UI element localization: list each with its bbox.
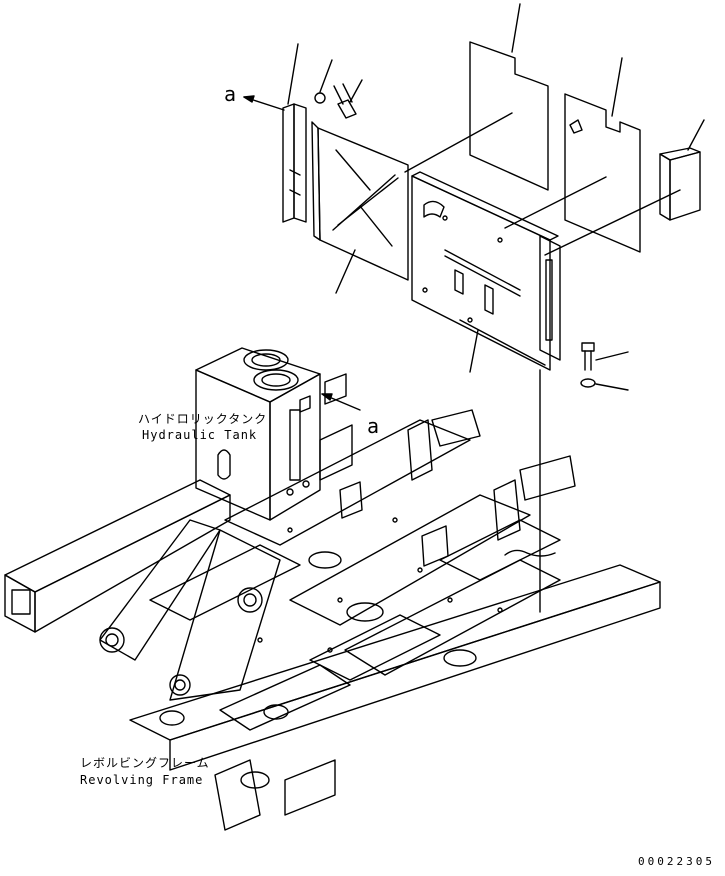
drawing-code: 00022305: [638, 855, 715, 868]
cover-panel-small: [564, 93, 641, 253]
leader-line: [611, 57, 623, 117]
gasket-plate-part: [311, 121, 409, 281]
tank-bracket-part: [319, 373, 353, 481]
view-arrow-head: [243, 95, 255, 103]
leader-line: [544, 189, 681, 256]
cover-panel-large: [469, 41, 549, 191]
side-bracket-part: [282, 103, 307, 223]
bolt-part: [333, 83, 357, 119]
leader-line: [319, 59, 333, 93]
leader-line: [469, 329, 479, 373]
leader-line: [595, 383, 629, 391]
cover-block-part: [659, 147, 701, 221]
leader-line: [595, 351, 629, 361]
leader-line: [504, 176, 607, 229]
leader-line: [687, 119, 705, 151]
leader-line: [349, 79, 363, 103]
hydraulic-tank-label-en: Hydraulic Tank: [142, 428, 258, 442]
washer-part: [314, 92, 326, 104]
bolt-part-right: [581, 342, 595, 371]
view-arrow-head: [321, 393, 333, 401]
leader-line: [287, 43, 299, 105]
hydraulic-tank-label-jp: ハイドロリックタンク: [138, 412, 268, 426]
view-a-callout-mid: a: [367, 414, 380, 438]
hydraulic-tank-body: [195, 347, 321, 521]
view-a-callout-top: a: [224, 82, 237, 106]
mounting-plate-part: [411, 171, 561, 371]
leader-line: [511, 3, 521, 53]
revolving-frame-label-jp: レボルビングフレーム: [80, 756, 210, 770]
leader-line: [404, 112, 513, 173]
washer-part-right: [580, 378, 596, 388]
revolving-frame-label-en: Revolving Frame: [80, 773, 204, 787]
revolving-frame-body: [4, 409, 661, 831]
leader-line: [335, 249, 356, 294]
